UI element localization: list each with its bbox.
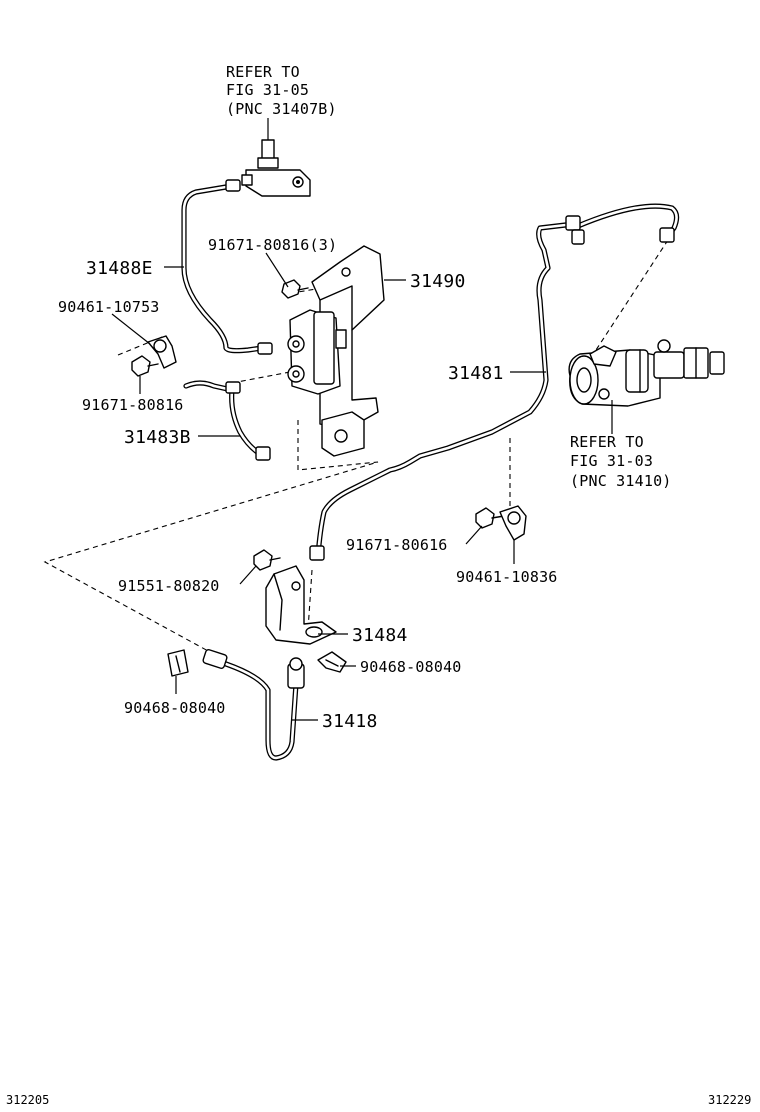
reference-right: REFER TO FIG 31-03 (PNC 31410) — [570, 433, 672, 490]
label-91671-80816-3: 91671-80816(3) — [208, 236, 337, 254]
flare-nut — [309, 545, 325, 561]
label-leaders — [111, 252, 546, 721]
reference-right-line3: (PNC 31410) — [570, 472, 672, 490]
reference-top-line2: FIG 31-05 — [226, 81, 309, 99]
flare-nut — [225, 179, 241, 192]
clip-90468-08040-right[interactable] — [317, 651, 347, 673]
pipe-31481[interactable] — [309, 203, 680, 561]
footer-left-code: 312205 — [6, 1093, 49, 1107]
flare-nut — [565, 215, 581, 231]
footer-right-code: 312229 — [708, 1093, 751, 1107]
flare-nut — [257, 342, 273, 355]
reference-top-line3: (PNC 31407B) — [226, 100, 337, 118]
label-31418: 31418 — [322, 711, 378, 732]
label-31488E: 31488E — [86, 258, 153, 279]
label-31481: 31481 — [448, 363, 504, 384]
label-31484: 31484 — [352, 625, 408, 646]
flare-nut — [571, 229, 585, 245]
reference-top: REFER TO FIG 31-05 (PNC 31407B) — [226, 63, 337, 118]
clamp-90461-10753[interactable] — [147, 335, 177, 369]
bracket-31490[interactable] — [287, 245, 385, 457]
pipe-31488E[interactable] — [181, 179, 273, 355]
flare-nut — [659, 227, 675, 243]
pipe-31483B[interactable] — [183, 380, 271, 461]
flare-nut — [225, 381, 241, 394]
master-cylinder-31410 — [568, 339, 725, 407]
label-90461-10753: 90461-10753 — [58, 298, 160, 316]
label-91671-80616: 91671-80616 — [346, 536, 448, 554]
bolt-91671-80616[interactable] — [475, 507, 505, 529]
label-90468-08040-right: 90468-08040 — [360, 658, 462, 676]
bracket-31484[interactable] — [265, 565, 337, 645]
clip-90468-08040-left[interactable] — [167, 649, 189, 677]
reference-top-line1: REFER TO — [226, 63, 300, 81]
label-31490: 31490 — [410, 271, 466, 292]
junction-block-31407B — [241, 139, 311, 197]
bolt-91671-80816[interactable] — [131, 355, 159, 377]
bolt-91551-80820[interactable] — [253, 549, 281, 571]
label-91671-80816: 91671-80816 — [82, 396, 184, 414]
label-91551-80820: 91551-80820 — [118, 577, 220, 595]
clamp-90461-10836[interactable] — [499, 505, 527, 541]
reference-right-line1: REFER TO — [570, 433, 644, 451]
label-31483B: 31483B — [124, 427, 191, 448]
label-90468-08040-left: 90468-08040 — [124, 699, 226, 717]
hose-end-fitting — [202, 649, 228, 669]
hose-31418[interactable] — [202, 649, 305, 761]
flare-nut — [255, 446, 271, 461]
reference-right-line2: FIG 31-03 — [570, 452, 653, 470]
label-90461-10836: 90461-10836 — [456, 568, 558, 586]
